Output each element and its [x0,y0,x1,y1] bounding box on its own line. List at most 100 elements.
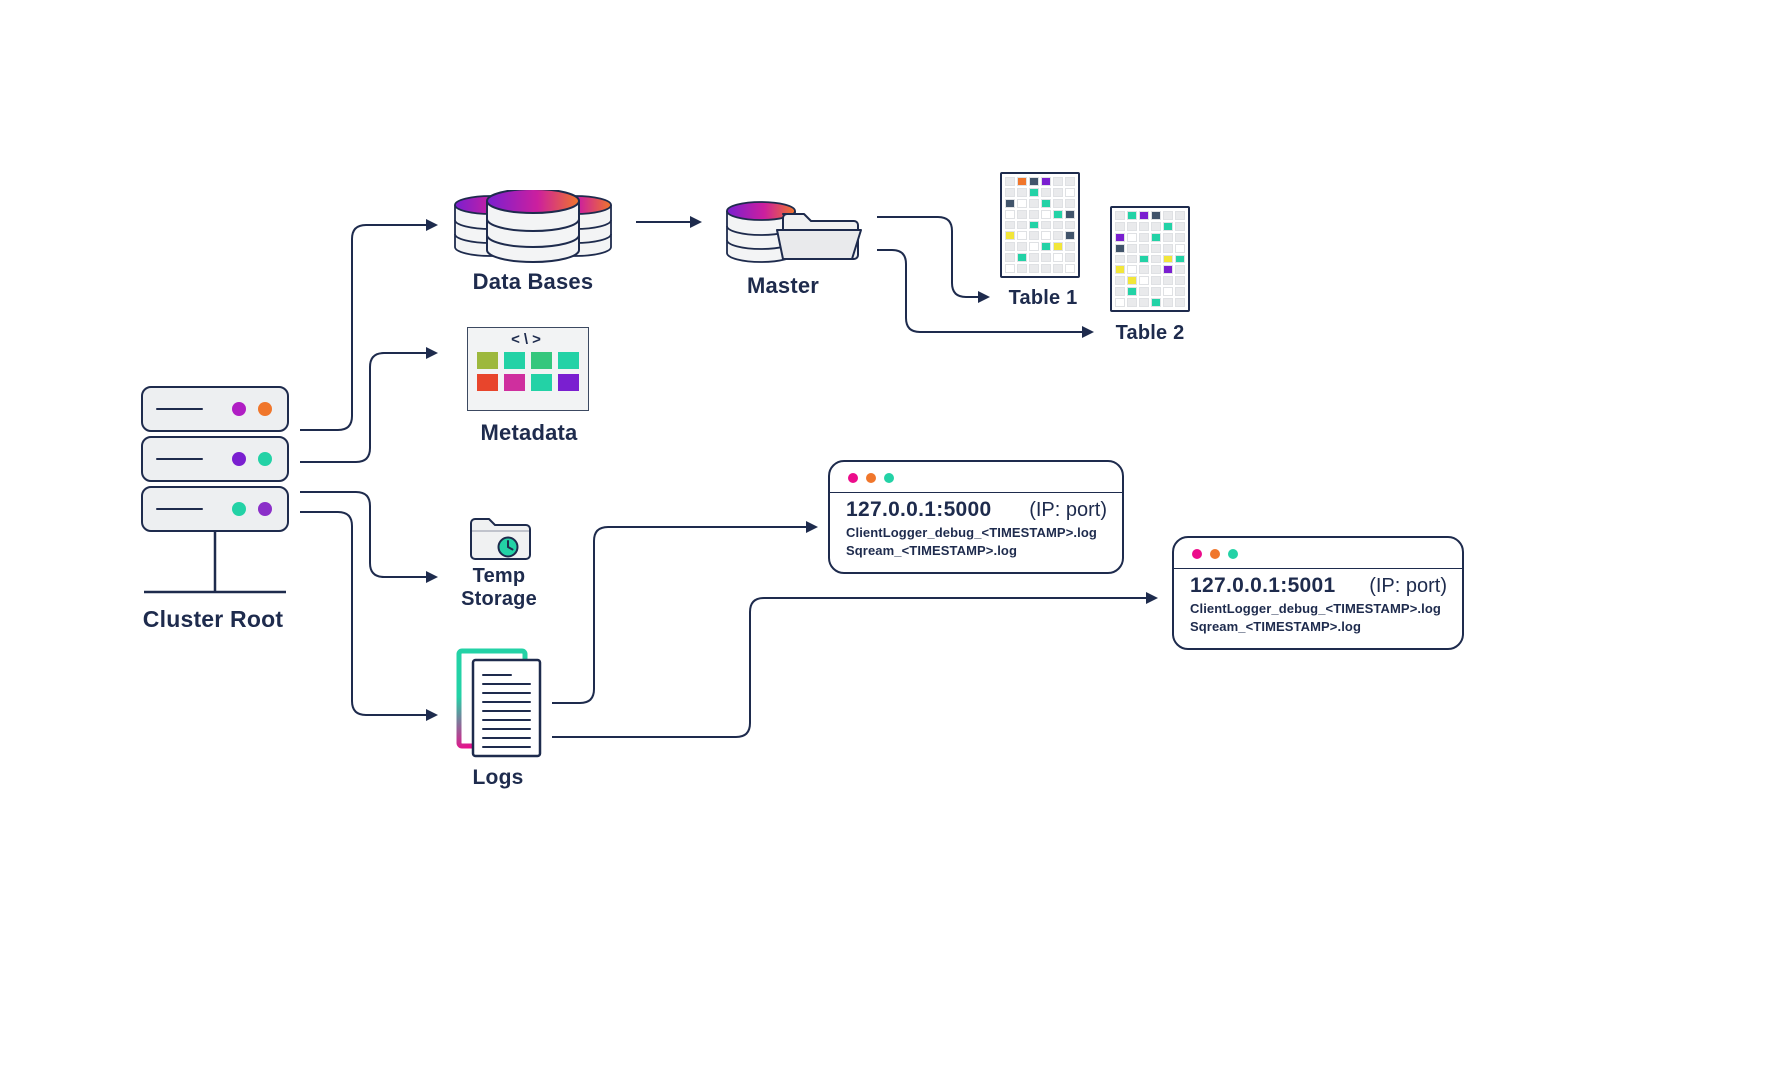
table-cell [1017,198,1027,208]
table-cell [1163,232,1173,242]
master-label: Master [746,273,820,298]
table-cell [1029,264,1039,273]
table-cell [1053,253,1063,263]
window-dot-orange-icon [1210,549,1220,559]
logs-documents-icon [456,648,542,758]
terminal-log-line: ClientLogger_debug_<TIMESTAMP>.log [846,525,1097,540]
metadata-swatch [504,374,525,391]
table-cell [1005,264,1015,273]
table-cell [1005,177,1015,186]
table-cell [1151,254,1161,264]
terminal-log-line: ClientLogger_debug_<TIMESTAMP>.log [1190,601,1441,616]
table-cell [1175,287,1185,297]
table-cell [1065,220,1075,230]
databases-icon [454,190,612,263]
terminal-log-line: Sqream_<TIMESTAMP>.log [846,543,1017,558]
table-cell [1029,231,1039,241]
terminal-body: 127.0.0.1:5001 (IP: port) ClientLogger_d… [1174,569,1462,642]
table-cell [1163,298,1173,307]
table-cell [1127,265,1137,275]
table-cell [1151,243,1161,253]
metadata-swatch [558,374,579,391]
arrow-cluster-to-databases [300,219,438,431]
table-cell [1139,211,1149,220]
table-cell [1029,187,1039,197]
table-cell [1017,220,1027,230]
temp-storage-folder-icon [470,518,531,560]
table-cell [1065,264,1075,273]
metadata-swatch [531,374,552,391]
arrow-master-to-table1 [877,216,990,303]
table-cell [1163,265,1173,275]
table-cell [1065,209,1075,219]
table-cell [1163,211,1173,220]
table-cell [1065,242,1075,252]
terminal-body: 127.0.0.1:5000 (IP: port) ClientLogger_d… [830,493,1122,566]
window-dot-magenta-icon [848,473,858,483]
terminal-address: 127.0.0.1:5001 [1190,574,1336,597]
terminal-log-line: Sqream_<TIMESTAMP>.log [1190,619,1361,634]
table-cell [1151,221,1161,231]
table-cell [1127,254,1137,264]
table-cell [1151,265,1161,275]
table-cell [1151,298,1161,307]
table-cell [1139,298,1149,307]
table-cell [1041,220,1051,230]
table-cell [1017,177,1027,186]
clock-icon [497,536,519,558]
table-cell [1175,221,1185,231]
table-cell [1005,220,1015,230]
table-cell [1065,231,1075,241]
table-cell [1163,276,1173,286]
table-cell [1041,209,1051,219]
arrow-logs-to-terminal2 [552,592,1158,738]
table-cell [1127,232,1137,242]
table-cell [1175,276,1185,286]
metadata-icon-panel: <\> [467,327,589,411]
table-cell [1127,287,1137,297]
table-cell [1151,232,1161,242]
table-cell [1029,242,1039,252]
table-cell [1115,211,1125,220]
table-cell [1175,232,1185,242]
table-cell [1053,198,1063,208]
folder-icon [776,213,862,260]
terminal-window-1: 127.0.0.1:5000 (IP: port) ClientLogger_d… [828,460,1124,574]
server-led [232,402,246,416]
table-cell [1053,231,1063,241]
metadata-swatch [477,374,498,391]
table-cell [1151,287,1161,297]
cluster-root-server-icon [141,386,289,594]
table-cell [1017,187,1027,197]
window-dot-orange-icon [866,473,876,483]
terminal-address: 127.0.0.1:5000 [846,498,992,521]
table-cell [1127,243,1137,253]
arrow-cluster-to-temp-storage [300,491,438,583]
temp-storage-label: Temp Storage [461,565,537,610]
table-cell [1115,265,1125,275]
metadata-swatch [504,352,525,369]
table-cell [1175,298,1185,307]
table-cell [1139,243,1149,253]
server-led [232,502,246,516]
table-cell [1041,231,1051,241]
table-cell [1029,177,1039,186]
table-cell [1139,232,1149,242]
table-cell [1163,254,1173,264]
table-cell [1175,211,1185,220]
table-cell [1115,276,1125,286]
window-dot-teal-icon [1228,549,1238,559]
table-cell [1163,221,1173,231]
terminal-titlebar [830,462,1122,493]
code-brackets-icon: <\> [511,331,545,348]
table-cell [1053,264,1063,273]
arrow-cluster-to-metadata [300,347,438,463]
table2-label: Table 2 [1115,322,1185,344]
table-cell [1005,231,1015,241]
table-cell [1065,177,1075,186]
table-cell [1005,187,1015,197]
table-cell [1115,254,1125,264]
table-cell [1053,209,1063,219]
